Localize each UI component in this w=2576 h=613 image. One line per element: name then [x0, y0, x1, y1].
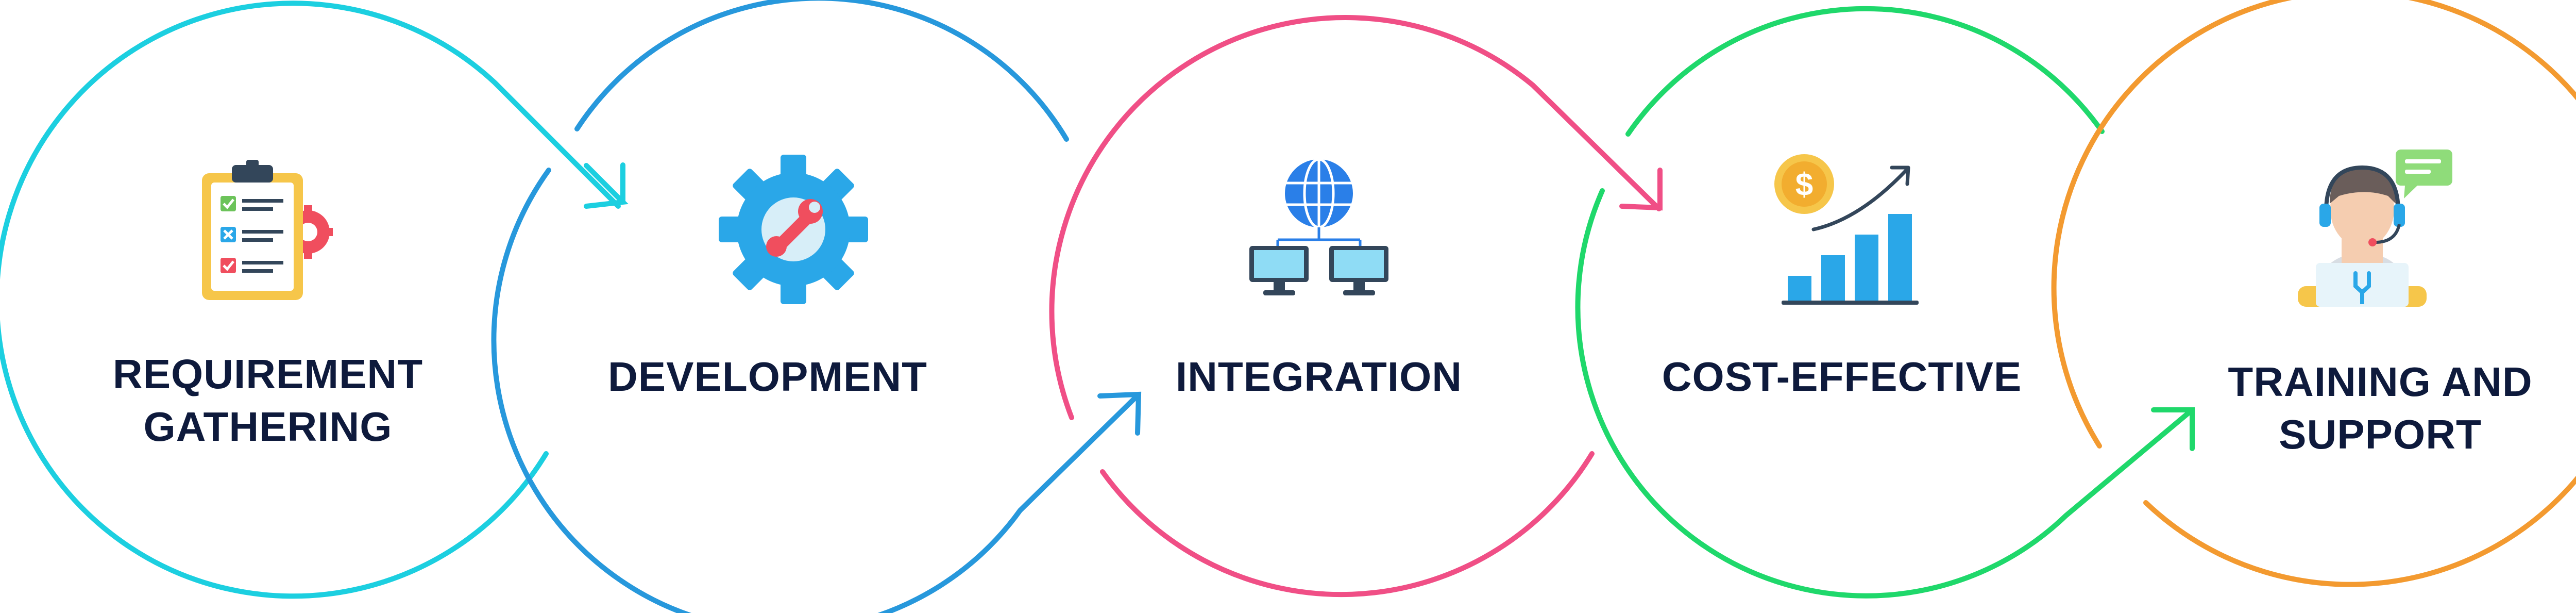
step-4-label-line-1: COST-EFFECTIVE: [1662, 354, 2022, 400]
step-5-label-line-1: TRAINING AND: [2228, 359, 2533, 405]
headset-icon: [2319, 165, 2405, 246]
globe-icon: [1285, 158, 1353, 229]
step-3-label-line-1: INTEGRATION: [1175, 354, 1463, 400]
step-4-circle: [1575, 6, 2195, 599]
network-globe-icon: [1249, 158, 1388, 295]
growth-chart-icon: $: [1774, 154, 1919, 305]
computer-icon: [1249, 246, 1309, 295]
step-5-circle: [2051, 0, 2576, 587]
step-2-label: DEVELOPMENT: [536, 351, 999, 403]
step-4-label: COST-EFFECTIVE: [1610, 351, 2074, 403]
step-2-label-line-1: DEVELOPMENT: [608, 354, 927, 400]
step-5-label: TRAINING AND SUPPORT: [2148, 356, 2576, 461]
step-1-label-line-2: GATHERING: [143, 404, 393, 450]
step-3-label: INTEGRATION: [1087, 351, 1551, 403]
svg-text:$: $: [1795, 167, 1813, 203]
computer-icon: [1329, 246, 1388, 295]
support-agent-icon: [2298, 150, 2452, 307]
step-5-label-line-2: SUPPORT: [2279, 411, 2482, 457]
clipboard-gear-icon: [202, 160, 333, 300]
step-1-circle: [0, 1, 629, 599]
step-1-label-line-1: REQUIREMENT: [112, 351, 423, 397]
chat-bubble-icon: [2396, 150, 2452, 198]
step-3-circle: [1049, 15, 1663, 598]
coin-icon: $: [1774, 154, 1834, 214]
step-1-label: REQUIREMENT GATHERING: [36, 348, 500, 453]
gear-wrench-icon: [719, 155, 868, 304]
step-2-circle: [491, 0, 1142, 613]
